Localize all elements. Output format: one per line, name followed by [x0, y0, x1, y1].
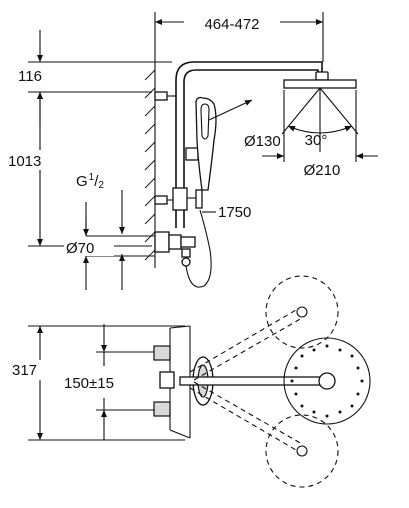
dim-thread: G1/2 Ø70 [64, 172, 155, 290]
swivel-lower [189, 381, 339, 488]
slide-holder [172, 187, 203, 211]
dim-1013-label: 1013 [8, 153, 41, 170]
dim-317-label: 317 [12, 362, 37, 379]
swivel-upper [189, 275, 339, 381]
dim-dia-210-label: Ø210 [304, 162, 341, 179]
thread-den: 2 [98, 180, 104, 191]
dim-1750: 1750 [202, 204, 251, 221]
thread-g: G [76, 173, 88, 190]
rain-shower-head [283, 71, 357, 89]
dim-1013: 1013 [6, 92, 152, 247]
thermostat-side [154, 209, 212, 288]
dim-dia-210: Ø210 [262, 90, 378, 179]
riser-pipe [154, 61, 323, 228]
dim-spacing-label: 150±15 [64, 375, 114, 392]
top-view: 317 150±15 [10, 275, 371, 488]
hand-shower [185, 96, 253, 191]
dim-116: 116 [18, 30, 172, 124]
dim-1750-label: 1750 [218, 204, 251, 221]
dim-317: 317 [10, 325, 185, 441]
dim-top-width-label: 464-472 [204, 16, 259, 33]
thread-num: 1 [89, 172, 95, 183]
wall-side [144, 62, 156, 268]
dim-spacing: 150±15 [64, 324, 154, 440]
arm-top [179, 372, 336, 390]
dim-dia-130-label: Ø130 [244, 133, 281, 150]
dim-thread-label: G1/2 [76, 172, 104, 191]
side-view: 464-472 30° [6, 12, 378, 290]
spray-angle: 30° [281, 87, 359, 152]
dim-angle-label: 30° [305, 132, 328, 149]
dim-116-label: 116 [18, 68, 42, 85]
dim-dia-70-label: Ø70 [66, 240, 94, 257]
dim-top-width: 464-472 [154, 12, 324, 62]
